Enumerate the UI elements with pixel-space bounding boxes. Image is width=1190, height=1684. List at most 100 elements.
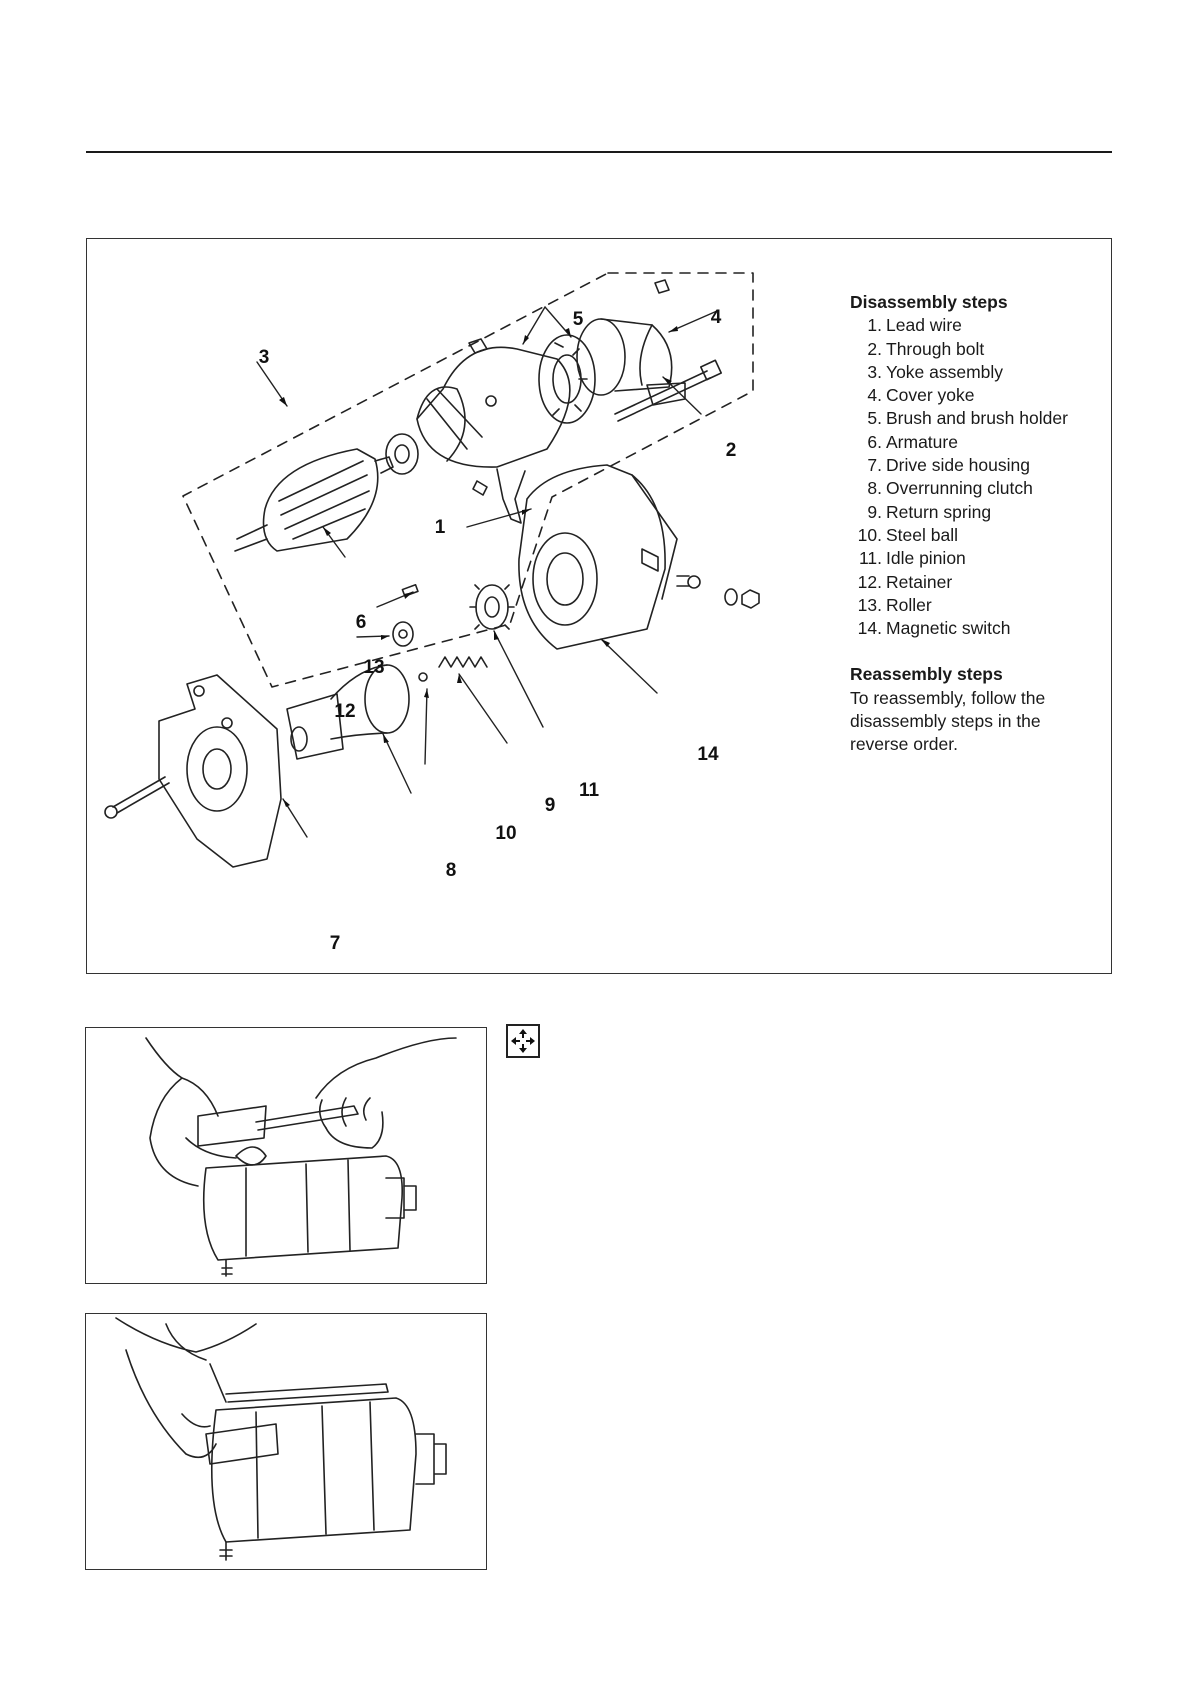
step-text: Drive side housing [886, 455, 1030, 476]
step-number: 2. [867, 338, 882, 359]
photo-remove-through-bolt [85, 1313, 487, 1570]
armature-bearing [385, 433, 419, 475]
upper-hand [115, 1317, 257, 1361]
right-hand [318, 1097, 371, 1129]
armature [234, 448, 394, 552]
terminal-stud [219, 1541, 233, 1561]
through-bolt-removal-illustration [115, 1317, 447, 1561]
disassembly-steps: 1.Lead wire 2.Through bolt 3.Yoke assemb… [850, 314, 1105, 640]
lower-hand [125, 1349, 217, 1459]
brush-holder [468, 334, 596, 424]
steps-panel: Disassembly steps 1.Lead wire 2.Through … [850, 291, 1105, 757]
callout-4: 4 [711, 307, 722, 328]
drive-side-housing [158, 674, 282, 868]
terminal-stud [221, 1259, 233, 1277]
extension-bar [225, 1383, 389, 1403]
step-number: 10. [857, 524, 882, 545]
leader-arrowheads [279, 326, 678, 807]
step-item: 2.Through bolt [850, 338, 1105, 361]
overrunning-clutch [286, 664, 410, 760]
step-text: Armature [886, 431, 958, 452]
callout-3: 3 [259, 347, 270, 368]
step-item: 7.Drive side housing [850, 454, 1105, 477]
magnetic-switch-top [197, 1105, 267, 1147]
cover-yoke [576, 279, 686, 406]
step-number: 12. [857, 571, 882, 592]
magnetic-switch [518, 464, 701, 650]
step-number: 11. [858, 548, 882, 569]
reassembly-text: To reassembly, follow the disassembly st… [850, 687, 1046, 755]
callout-8: 8 [446, 860, 457, 881]
step-number: 4. [867, 385, 882, 406]
retainer [392, 621, 414, 647]
callout-11: 11 [579, 780, 600, 801]
roller [401, 583, 419, 597]
step-text: Steel ball [886, 524, 958, 545]
exploded-view-diagram: 1 2 3 4 5 6 7 8 9 10 11 12 13 14 Disasse… [86, 238, 1112, 974]
step-text: Idle pinion [886, 548, 966, 569]
disassemble-arrows-icon [506, 1024, 540, 1058]
return-spring [438, 656, 488, 668]
lead-wire-removal-illustration [145, 1037, 457, 1277]
step-number: 13. [857, 594, 882, 615]
callout-1: 1 [435, 517, 446, 538]
step-number: 5. [867, 408, 882, 429]
callout-7: 7 [330, 933, 341, 954]
disassemble-arrows-graphic [511, 1029, 535, 1053]
step-text: Brush and brush holder [886, 408, 1068, 429]
step-number: 8. [867, 478, 882, 499]
step-text: Yoke assembly [886, 361, 1004, 382]
starter-body [202, 1155, 403, 1261]
step-text: Roller [886, 594, 932, 615]
step-text: Lead wire [886, 315, 962, 336]
callout-12: 12 [334, 701, 355, 722]
step-item: 12.Retainer [850, 571, 1105, 594]
step-text: Return spring [886, 501, 992, 522]
step-item: 8.Overrunning clutch [850, 477, 1105, 500]
wrench-shaft [209, 1363, 227, 1403]
step-number: 7. [867, 455, 882, 476]
step-text: Retainer [886, 571, 953, 592]
wrench-handle [255, 1105, 359, 1131]
step-number: 6. [867, 431, 882, 452]
callout-13: 13 [363, 657, 384, 678]
yoke-housing [416, 346, 571, 524]
switch-nut [741, 589, 760, 609]
callout-2: 2 [726, 440, 737, 461]
steel-ball [418, 672, 428, 682]
step-item: 10.Steel ball [850, 524, 1105, 547]
step-text: Overrunning clutch [886, 478, 1033, 499]
callout-9: 9 [545, 795, 556, 816]
step-item: 14.Magnetic switch [850, 617, 1105, 640]
step-item: 5.Brush and brush holder [850, 407, 1105, 430]
callout-14: 14 [697, 744, 719, 765]
callout-6: 6 [356, 612, 367, 633]
housing-bolt [104, 776, 170, 819]
starter-exploded-drawing: 1 2 3 4 5 6 7 8 9 10 11 12 13 14 [104, 272, 760, 954]
step-item: 9.Return spring [850, 501, 1105, 524]
idle-pinion [469, 584, 515, 630]
through-bolt [614, 359, 723, 422]
step-text: Magnetic switch [886, 618, 1011, 639]
disassembly-heading: Disassembly steps [850, 292, 1008, 312]
step-item: 6.Armature [850, 431, 1105, 454]
step-number: 14. [857, 618, 882, 639]
step-text: Cover yoke [886, 385, 975, 406]
step-number: 3. [867, 361, 882, 382]
step-number: 1. [867, 315, 882, 336]
callout-10: 10 [495, 823, 516, 844]
callout-5: 5 [573, 309, 584, 330]
starter-body [210, 1397, 417, 1543]
step-number: 9. [867, 501, 882, 522]
step-item: 13.Roller [850, 594, 1105, 617]
step-item: 11.Idle pinion [850, 547, 1105, 570]
left-hand [145, 1037, 199, 1187]
step-item: 1.Lead wire [850, 314, 1105, 337]
step-item: 3.Yoke assembly [850, 361, 1105, 384]
step-item: 4.Cover yoke [850, 384, 1105, 407]
header-rule [86, 151, 1112, 153]
step-text: Through bolt [886, 338, 985, 359]
reassembly-heading: Reassembly steps [850, 664, 1003, 685]
photo-remove-lead-wire [85, 1027, 487, 1284]
switch-washer [724, 588, 738, 606]
